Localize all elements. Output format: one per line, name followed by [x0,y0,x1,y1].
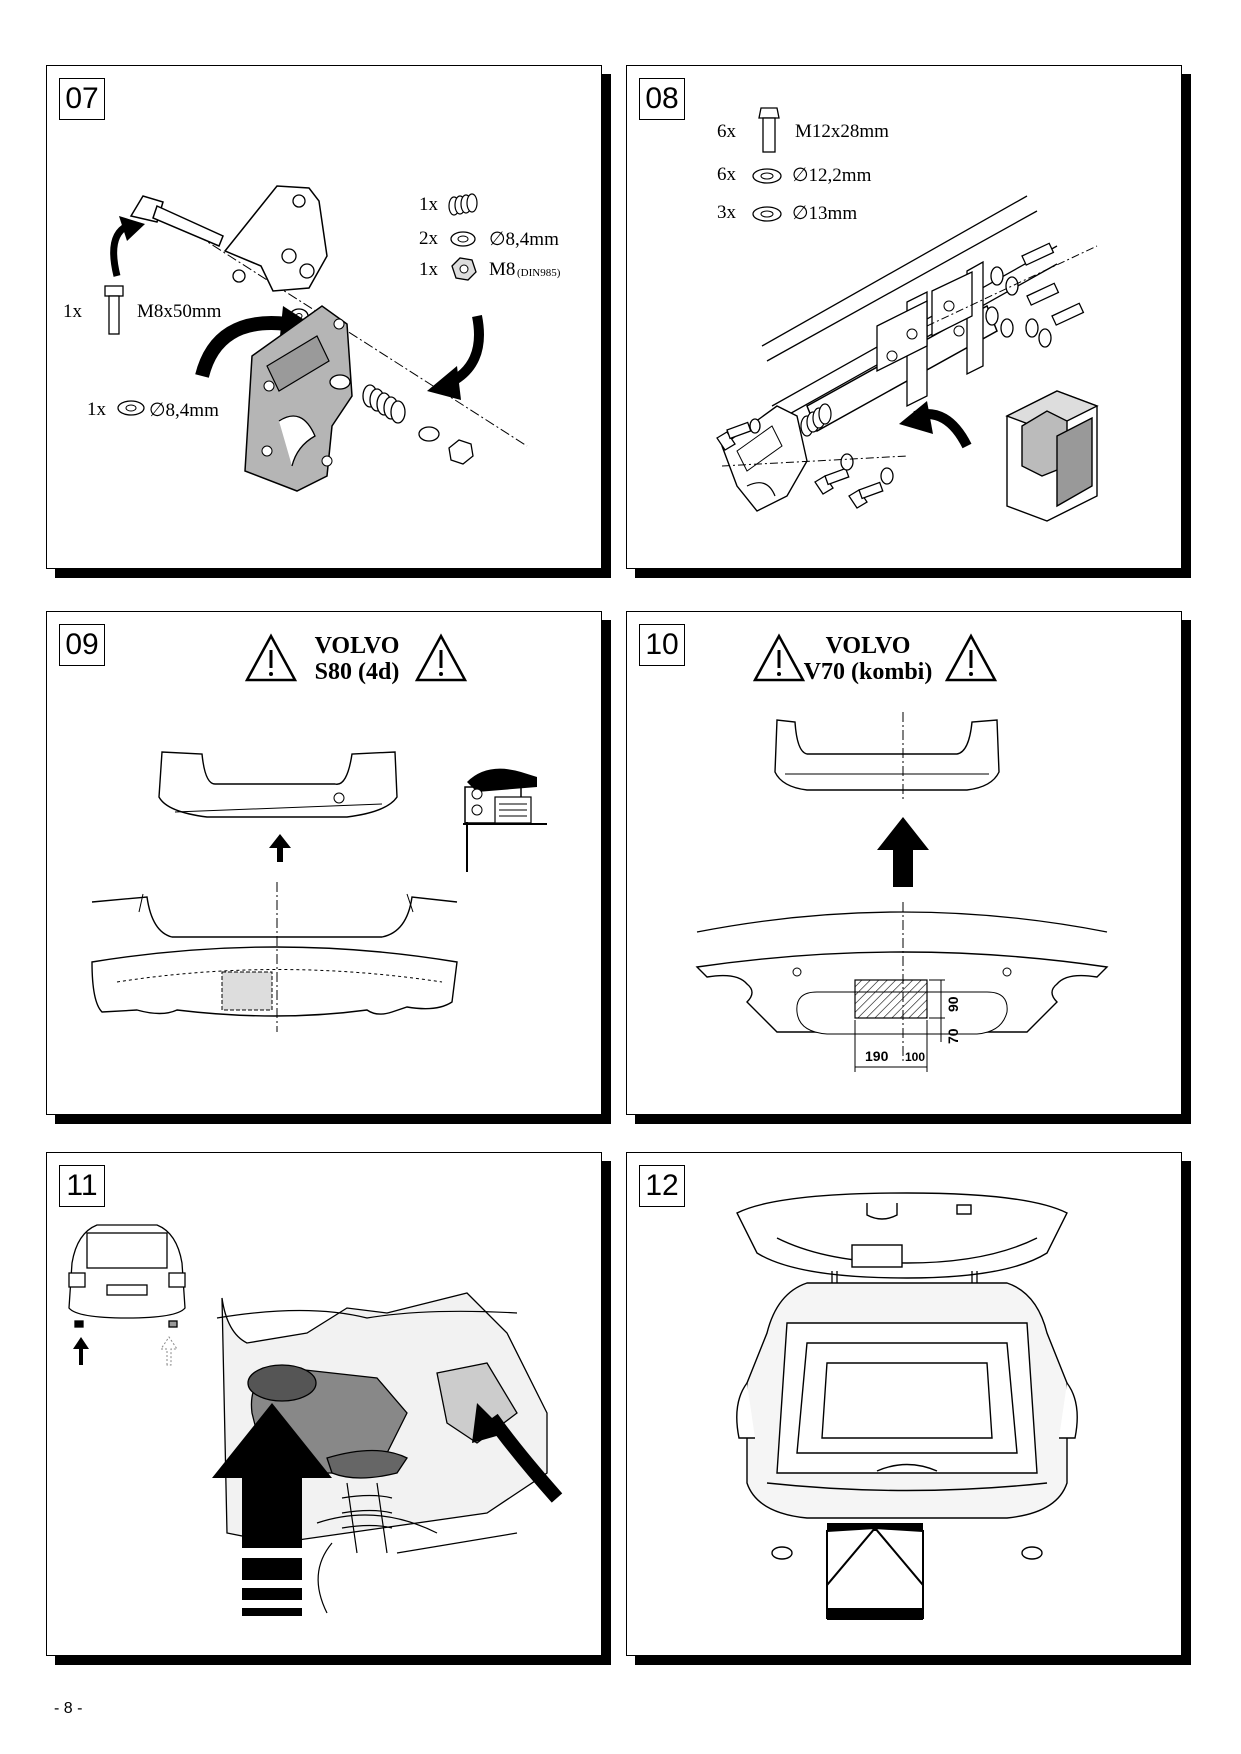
part-desc: M8 [489,259,516,280]
step-number: 08 [639,78,685,120]
part-qty: 6x [717,164,736,185]
part-desc: ∅12,2mm [792,165,872,186]
cutout-area [854,979,928,1019]
vehicle-model: V70 (kombi) [803,659,933,685]
car-rear-body [736,1282,1078,1560]
part-qty: 1x [63,301,82,322]
spring-icon [362,384,406,424]
panel-11: 11 [46,1152,602,1656]
step-number: 12 [639,1165,685,1207]
part-qty: 1x [87,399,106,420]
socket-plate [244,305,353,492]
panel-09: 09 [46,611,602,1115]
part-qty: 6x [717,121,736,142]
part-desc: M8x50mm [137,301,222,322]
car-rear-view [68,1224,186,1328]
bumper-large [696,911,1108,933]
suspension [316,1482,518,1614]
warning-triangle-icon [752,633,806,682]
v70-bumper-illustration [695,633,1109,1072]
upper-bracket [223,185,328,292]
dimension-90: 90 [945,996,961,1012]
panel-08: 08 [626,65,1182,569]
washer-icon [117,400,145,416]
step-number: 10 [639,624,685,666]
vehicle-brand: VOLVO [314,633,400,659]
page-number: - 8 - [54,1700,83,1717]
arrow-up-icon [826,1523,924,1620]
arrow-up-icon [212,1403,332,1548]
bolt-icon [758,107,780,153]
step-number: 09 [59,624,105,666]
spring-icon [448,193,478,216]
s80-bumper-illustration [91,633,547,1032]
arrow-up-icon [269,834,291,862]
saw-icon [463,768,547,872]
bumper-large [91,896,458,938]
bolt-icon [104,285,124,335]
nut-icon [451,257,477,281]
bumper-small [158,751,398,818]
spring-icon [800,403,832,437]
part-qty: 1x [419,259,438,280]
panel-10: 10 [626,611,1182,1115]
step-number: 07 [59,78,105,120]
part-note: (DIN985) [517,267,561,279]
vehicle-model: S80 (4d) [314,659,400,685]
towbar-bracket-illustration [104,185,528,492]
part-qty: 1x [419,194,438,215]
washer-icon [450,231,476,247]
part-desc: M12x28mm [795,121,889,142]
washer-icon [418,426,440,442]
ball-mount-block [1005,390,1099,522]
nut-icon [448,439,474,465]
bumper-small [774,719,1000,791]
dimension-100: 100 [905,1050,926,1064]
panel-12: 12 [626,1152,1182,1656]
washer-icon [752,168,782,184]
warning-triangle-icon [244,633,298,682]
warning-triangle-icon [414,633,468,682]
washer-icon [752,206,782,222]
dimension-190: 190 [865,1048,889,1064]
step-number: 11 [59,1165,105,1207]
underbody-install-illustration [68,1224,563,1616]
arrow-up-icon [877,817,929,887]
arrow-up-icon [73,1337,89,1365]
part-qty: 3x [717,202,736,223]
warning-triangle-icon [944,633,998,682]
tailgate [736,1192,1068,1279]
part-desc: ∅8,4mm [489,229,559,250]
panel-07: 07 [46,65,602,569]
arrow-up-icon [160,1336,178,1366]
dimension-70: 70 [945,1028,961,1044]
part-desc: ∅8,4mm [149,400,219,421]
vehicle-brand: VOLVO [825,633,911,659]
car-open-trunk-illustration [736,1192,1078,1620]
towbar-crossbar-illustration [716,107,1099,522]
part-qty: 2x [419,228,438,249]
part-desc: ∅13mm [792,203,858,224]
bolt-icon [129,195,224,247]
